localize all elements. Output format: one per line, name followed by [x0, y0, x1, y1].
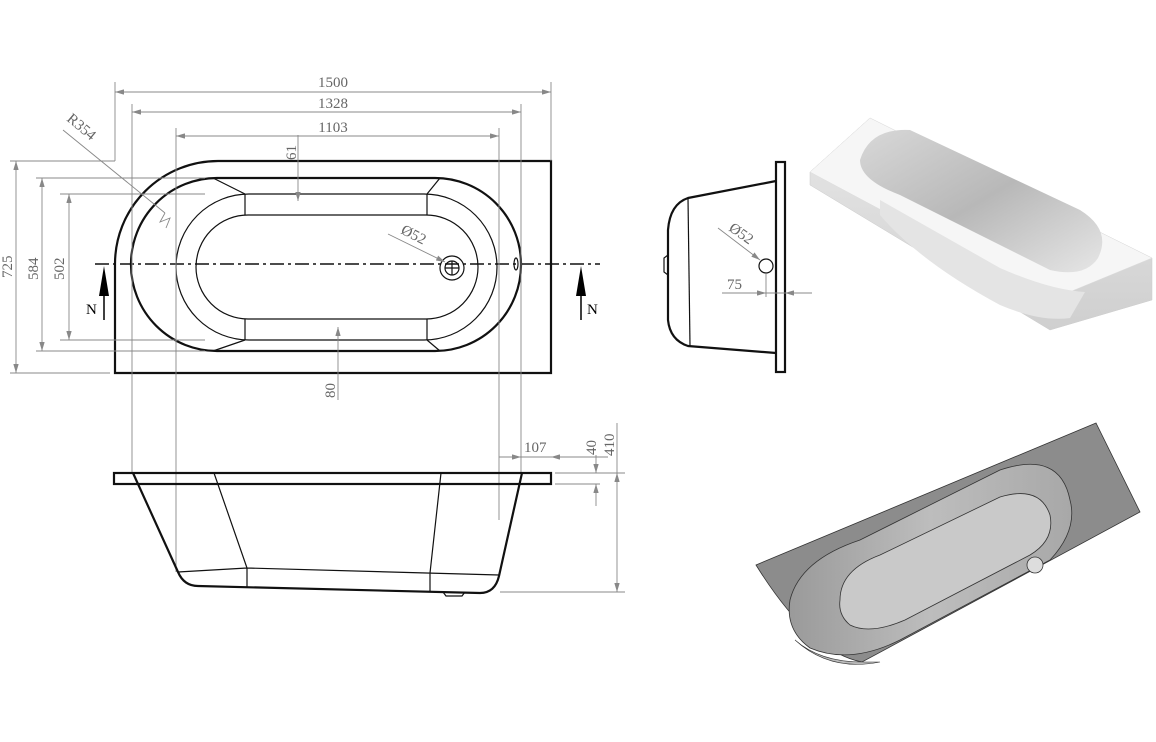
- dim-overflow-52: Ø52: [726, 220, 756, 248]
- side-facets: [177, 472, 500, 592]
- render-top-isometric: [809, 117, 1153, 331]
- dim-502: 502: [52, 258, 68, 281]
- end-view: Ø52 75: [663, 160, 812, 374]
- dim-40: 40: [584, 440, 600, 455]
- side-rim: [112, 471, 553, 486]
- end-facet: [687, 197, 691, 347]
- dim-waste-52: Ø52: [398, 222, 428, 248]
- radius-dimension: R354: [62, 111, 171, 229]
- waste-cross-icon: [445, 261, 459, 275]
- base-oval: [195, 214, 479, 320]
- dim-r354: R354: [63, 111, 99, 144]
- waste-dimension: Ø52: [387, 222, 446, 263]
- waste-outlet-icon: [439, 255, 465, 281]
- vertical-dimensions: 725 584 502: [0, 160, 205, 374]
- outer-deck-outline: [113, 159, 553, 375]
- section-label-right: N: [587, 302, 598, 318]
- overflow-icon: [513, 257, 519, 271]
- end-body: [666, 179, 777, 355]
- dim-584: 584: [26, 257, 42, 280]
- plateau-lines: [212, 177, 441, 352]
- side-waste: [442, 591, 466, 597]
- side-dimensions: 107 40 410: [499, 423, 625, 593]
- dim-725: 725: [0, 256, 16, 279]
- top-view: N N 1500 1328 1103 R354: [0, 75, 600, 572]
- dim-1500: 1500: [318, 75, 348, 91]
- side-view: 107 40 410: [112, 423, 625, 597]
- dim-61: 61: [284, 145, 300, 160]
- side-body: [131, 472, 524, 595]
- horizontal-dimensions: 1500 1328 1103: [114, 75, 552, 572]
- overflow-hole-icon: [758, 258, 774, 274]
- render-bottom-isometric: [755, 422, 1141, 665]
- section-arrow-right: N: [576, 266, 598, 320]
- render-waste-icon: [1026, 556, 1044, 574]
- end-nub: [663, 254, 669, 276]
- dim-1103: 1103: [318, 120, 347, 136]
- rim-offset-dimensions: 61 80: [284, 135, 341, 400]
- end-flange: [774, 160, 787, 374]
- dim-80: 80: [323, 383, 339, 398]
- dim-75: 75: [727, 277, 742, 293]
- dim-1328: 1328: [318, 96, 348, 112]
- dim-107: 107: [524, 440, 547, 456]
- section-label-left: N: [86, 302, 97, 318]
- dim-410: 410: [602, 434, 618, 457]
- inner-rim-oval: [175, 193, 498, 341]
- section-arrow-left: N: [86, 266, 109, 320]
